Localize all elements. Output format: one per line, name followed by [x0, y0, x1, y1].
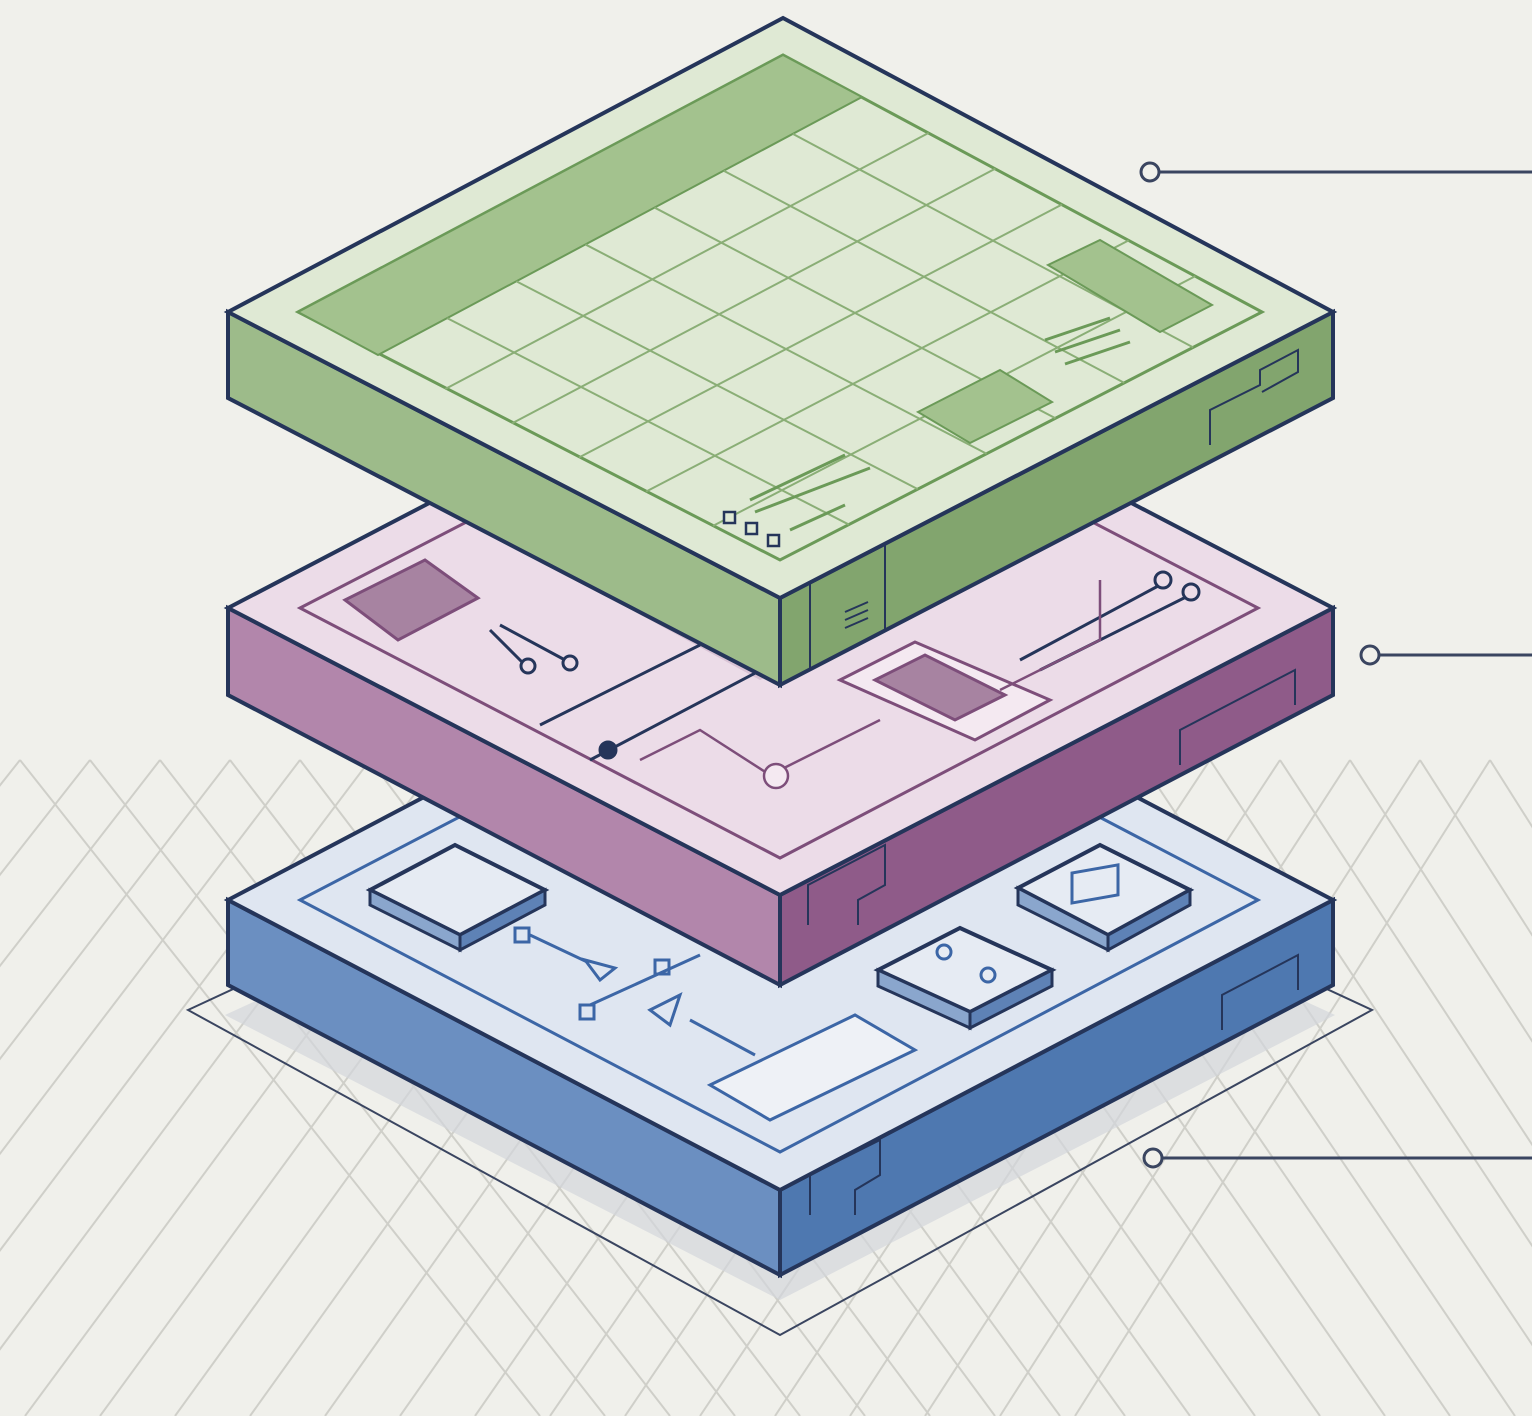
floor-hatch-line: [0, 760, 20, 1416]
leader-presentation: [1141, 163, 1532, 181]
floor-hatch-line: [1350, 760, 1532, 1416]
floor-hatch-line: [1490, 760, 1532, 1416]
floor-hatch-line: [0, 760, 300, 1416]
floor-hatch-line: [0, 760, 90, 1416]
leader-logic: [1361, 646, 1532, 664]
